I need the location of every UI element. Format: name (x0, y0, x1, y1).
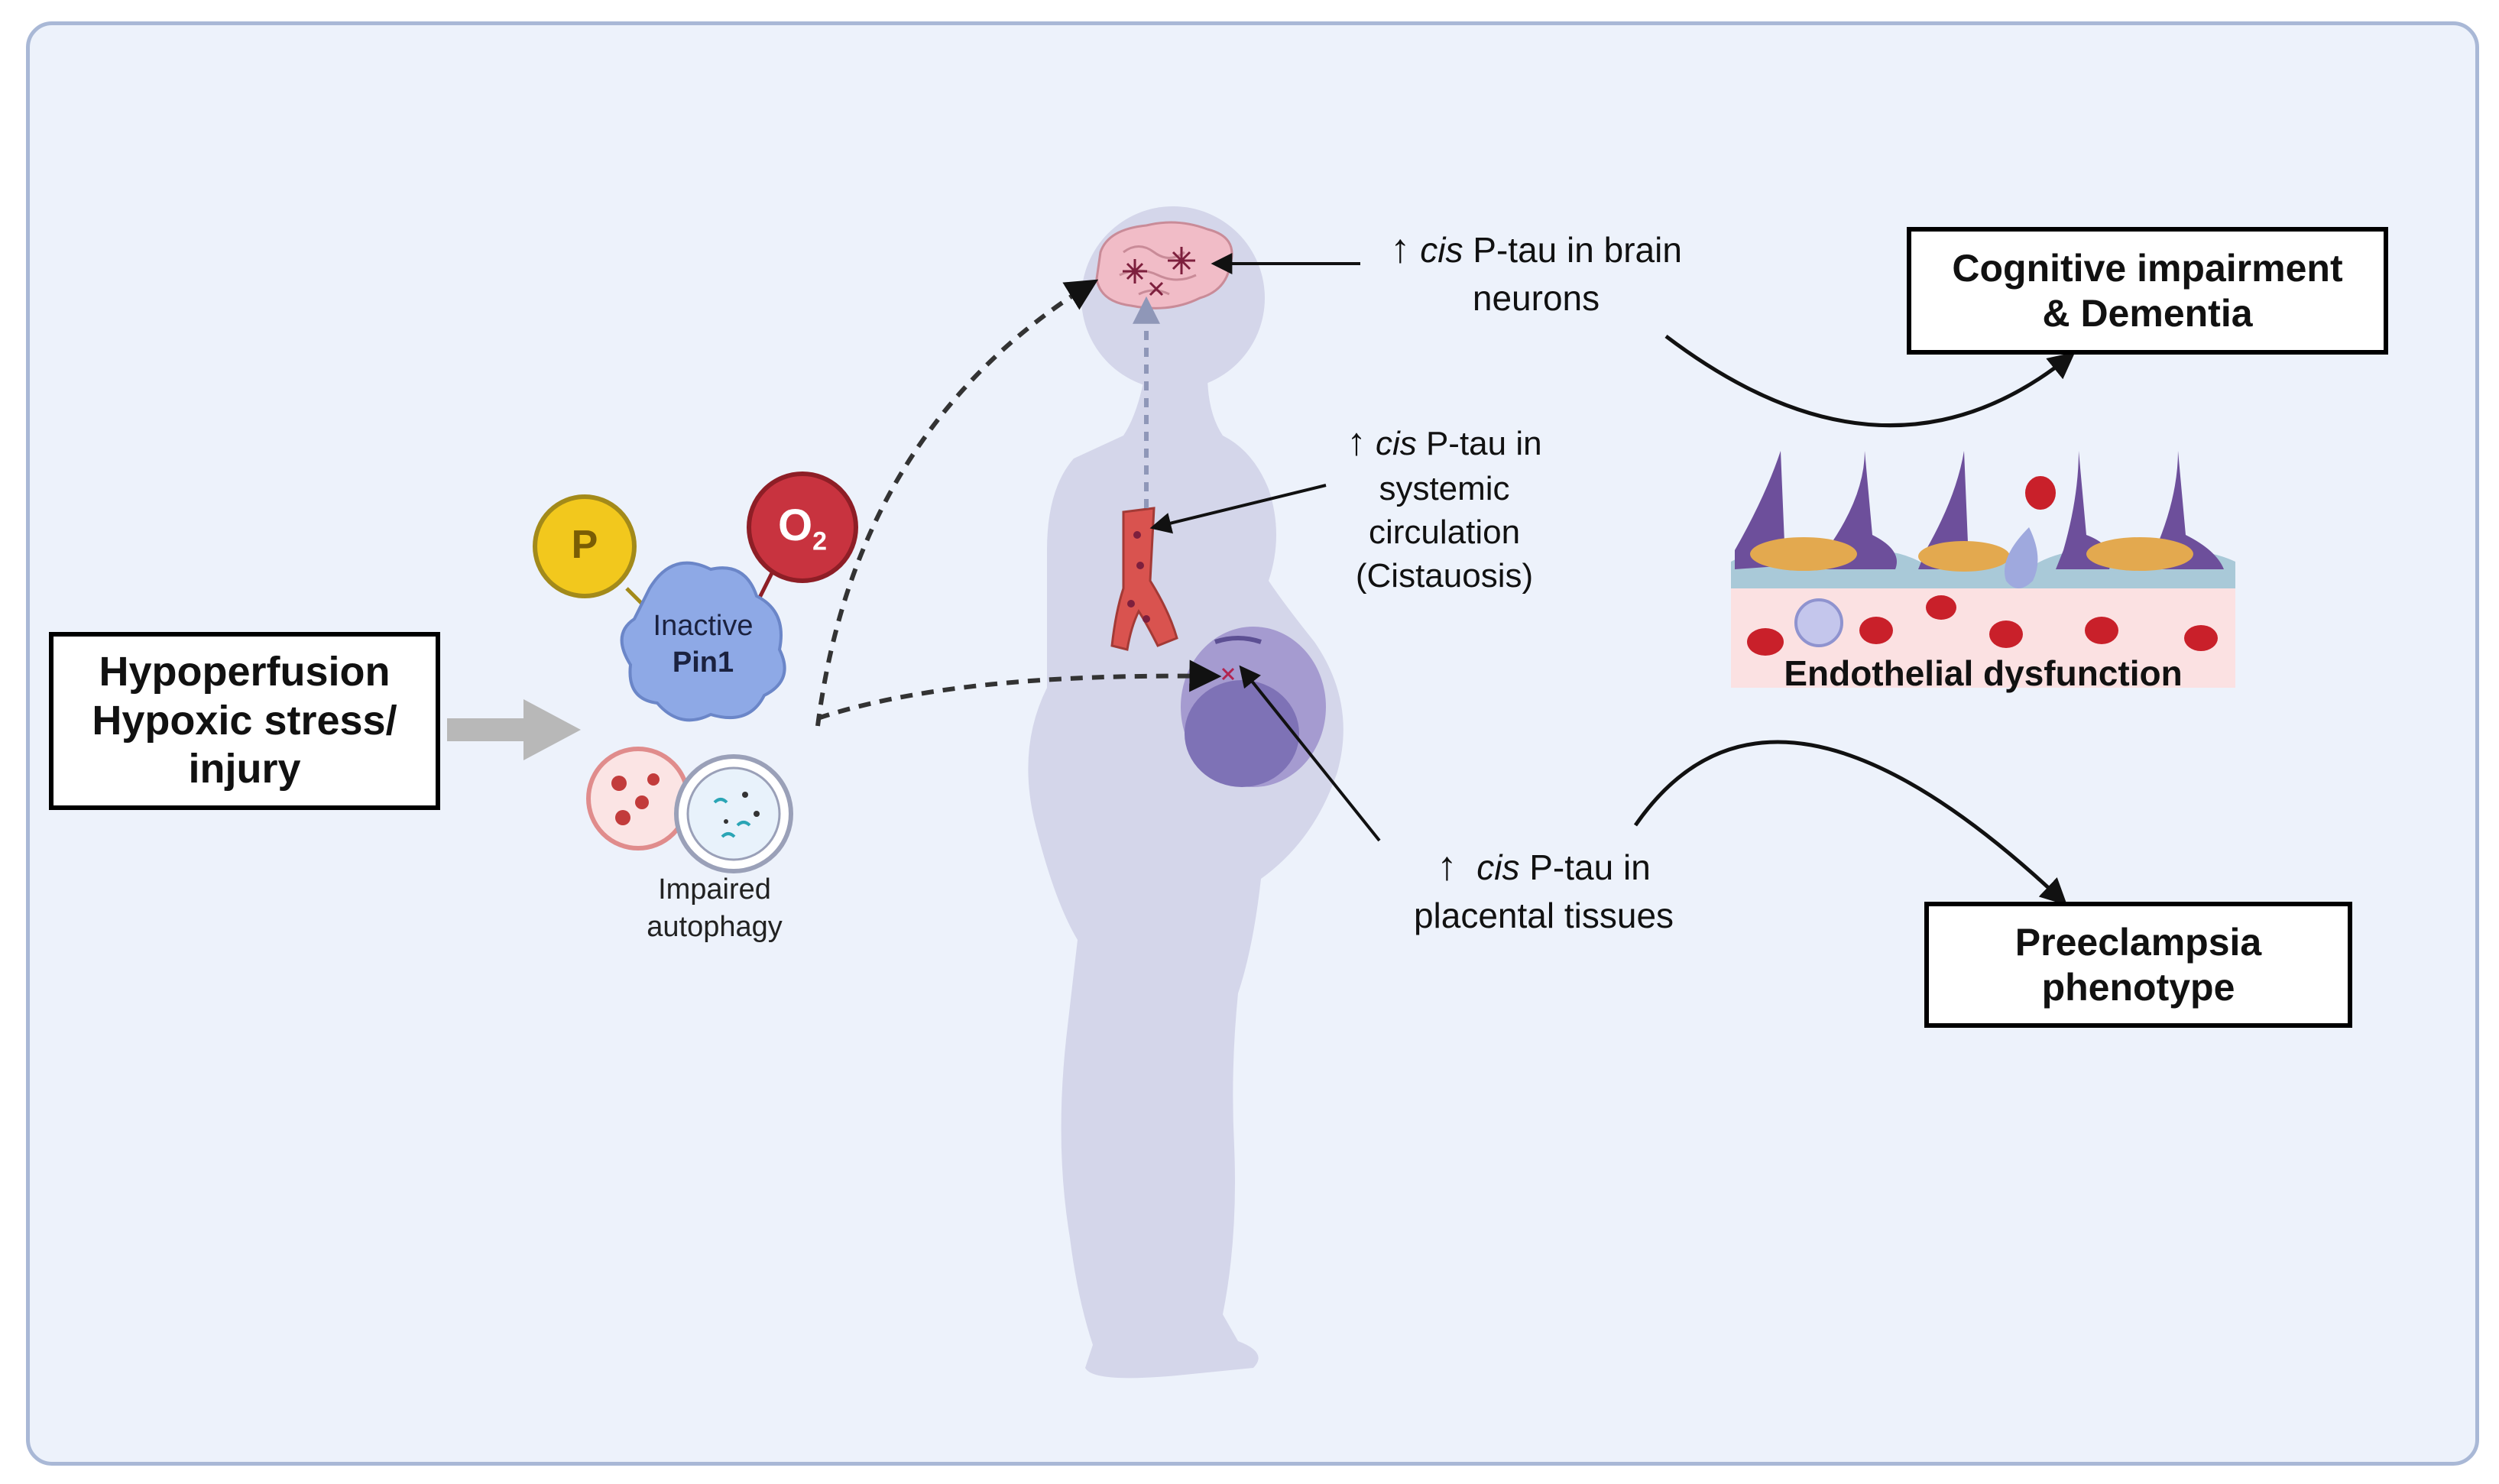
cognitive-line-1: Cognitive impairment (1952, 246, 2343, 290)
preeclampsia-line-1: Preeclampsia (2014, 920, 2262, 964)
cis-brain: cis (1420, 230, 1463, 270)
circulation-line-4: (Cistauosis) (1355, 557, 1534, 595)
superoxide-subscript: 2 (812, 527, 828, 556)
up-arrow-placenta: ↑ (1437, 844, 1457, 889)
uterus-placenta-icon (1181, 627, 1326, 787)
superoxide-label: O2 (760, 497, 844, 559)
cis-circulation: cis (1375, 425, 1417, 462)
arrow-label-to-placenta (1239, 665, 1381, 842)
inactive-label: Inactive (653, 610, 754, 642)
phosphate-label: P (571, 523, 598, 567)
blood-vessel-icon (1110, 507, 1178, 651)
input-line-2: Hypoxic stress/ (92, 697, 397, 744)
placenta-line-1: P-tau in (1519, 847, 1651, 887)
autophagy-label: Impaired autophagy (611, 871, 818, 947)
brain-line-2: neurons (1472, 277, 1600, 318)
up-arrow-brain: ↑ (1390, 226, 1411, 271)
preeclampsia-outcome-box: Preeclampsia phenotype (1924, 902, 2352, 1028)
superoxide-symbol: O (777, 501, 813, 550)
brain-ptau-label: ↑ cis P-tau in brain neurons (1368, 223, 1704, 322)
circulation-line-3: circulation (1368, 513, 1521, 551)
curve-arrow-to-preeclampsia (1633, 740, 2068, 906)
preeclampsia-line-2: phenotype (2041, 965, 2235, 1009)
autophagy-line-2: autophagy (647, 911, 783, 944)
placenta-line-2: placental tissues (1413, 895, 1674, 935)
input-line-1: Hypoperfusion (99, 648, 391, 695)
autophagy-line-1: Impaired (658, 873, 771, 906)
curve-arrow-to-cognitive (1664, 335, 2076, 428)
circulation-line-1: P-tau in (1416, 425, 1542, 462)
input-condition-box: Hypoperfusion Hypoxic stress/ injury (49, 632, 440, 810)
endothelium-illustration (1731, 451, 2235, 688)
circulation-line-2: systemic (1379, 469, 1510, 507)
endothelial-dysfunction-label: Endothelial dysfunction (1784, 653, 2183, 693)
brain-line-1: P-tau in brain (1463, 230, 1682, 270)
arrow-label-to-vessel (1149, 484, 1327, 534)
input-arrow (447, 699, 581, 760)
cis-placenta: cis (1476, 847, 1520, 887)
pregnant-body-silhouette (1028, 206, 1343, 1379)
autophagy-icon (586, 747, 793, 873)
dashed-arrow-to-placenta (817, 659, 1222, 721)
brain-icon (1095, 221, 1233, 309)
cognitive-line-2: & Dementia (2042, 291, 2253, 335)
pin1-protein-icon (620, 561, 786, 722)
circulation-ptau-label: ↑ cis P-tau in systemic circulation (Cis… (1330, 416, 1559, 598)
cognitive-outcome-box: Cognitive impairment & Dementia (1907, 227, 2388, 355)
pin1-label: Pin1 (672, 646, 734, 679)
placenta-ptau-label: ↑ cis P-tau in placental tissues (1376, 841, 1712, 939)
input-line-3: injury (188, 746, 301, 792)
up-arrow-circulation: ↑ (1347, 420, 1366, 463)
